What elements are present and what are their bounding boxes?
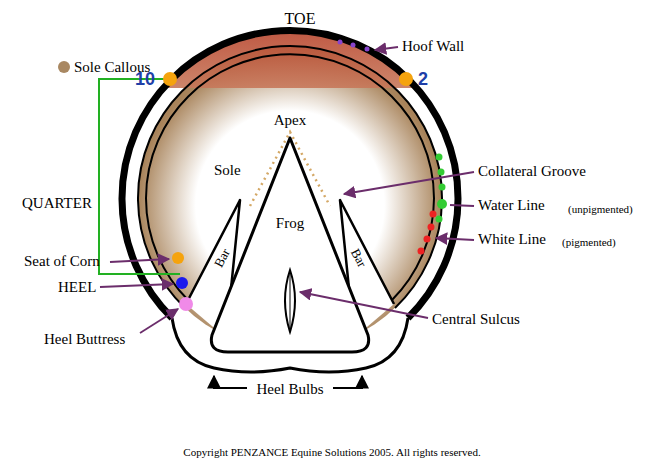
part-label: Collateral Groove	[478, 163, 586, 180]
callout-number: 10	[135, 70, 155, 90]
drawing-part	[100, 284, 173, 287]
leader-lines	[100, 47, 474, 333]
heel-buttress-dot	[179, 297, 193, 311]
heel-dot	[176, 277, 188, 289]
drawing-part	[344, 172, 474, 194]
part-label: Water Line	[478, 197, 545, 214]
drawing-part	[430, 211, 437, 218]
drawing-part	[375, 47, 398, 50]
seat-of-corn-dot	[172, 252, 184, 264]
hoof-wall-dot	[338, 40, 343, 45]
drawing-part	[300, 292, 428, 318]
part-label: Hoof Wall	[402, 38, 464, 55]
part-label: Sole	[214, 162, 241, 179]
ten-oclock-dot	[163, 72, 177, 86]
central-sulcus	[285, 270, 295, 332]
water-line-dots	[436, 154, 448, 223]
drawing-part	[437, 199, 447, 209]
region-label: QUARTER	[20, 195, 94, 212]
drawing-part	[450, 205, 474, 206]
part-label: White Line	[478, 231, 546, 248]
copyright-note: Copyright PENZANCE Equine Solutions 2005…	[183, 446, 480, 458]
hoof-wall-dot	[351, 43, 356, 48]
drawing-part	[333, 376, 362, 388]
drawing-part	[110, 259, 169, 262]
note-label: (pigmented)	[562, 236, 616, 248]
drawing-part	[214, 376, 247, 388]
two-oclock-dot	[399, 72, 413, 86]
part-label: HEEL	[58, 279, 96, 296]
part-label: Apex	[274, 112, 307, 129]
drawing-part	[418, 248, 425, 255]
quarter-bracket	[99, 79, 180, 274]
central-sulcus-line	[290, 272, 291, 330]
drawing-part	[436, 238, 474, 240]
hoof-wall-dot	[365, 47, 370, 52]
toe-label: TOE	[285, 10, 316, 28]
white-line-dots	[418, 211, 437, 255]
drawing-part	[436, 216, 443, 223]
part-label: Heel Buttress	[44, 331, 125, 348]
drawing-part	[436, 154, 443, 161]
part-label: Heel Bulbs	[256, 381, 323, 398]
part-label: Frog	[276, 215, 304, 232]
drawing-part	[438, 169, 445, 176]
callout-number: 2	[418, 70, 428, 90]
note-label: (unpigmented)	[568, 203, 633, 215]
drawing-part	[439, 184, 446, 191]
drawing-part	[428, 224, 435, 231]
drawing-part	[424, 236, 431, 243]
heel-bulbs-outline	[172, 318, 408, 372]
drawing-part	[140, 309, 178, 333]
part-label: Seat of Corn	[24, 253, 100, 270]
sole-callous-dot	[58, 61, 70, 73]
part-label: Central Sulcus	[432, 311, 520, 328]
frog-outline	[211, 138, 368, 352]
